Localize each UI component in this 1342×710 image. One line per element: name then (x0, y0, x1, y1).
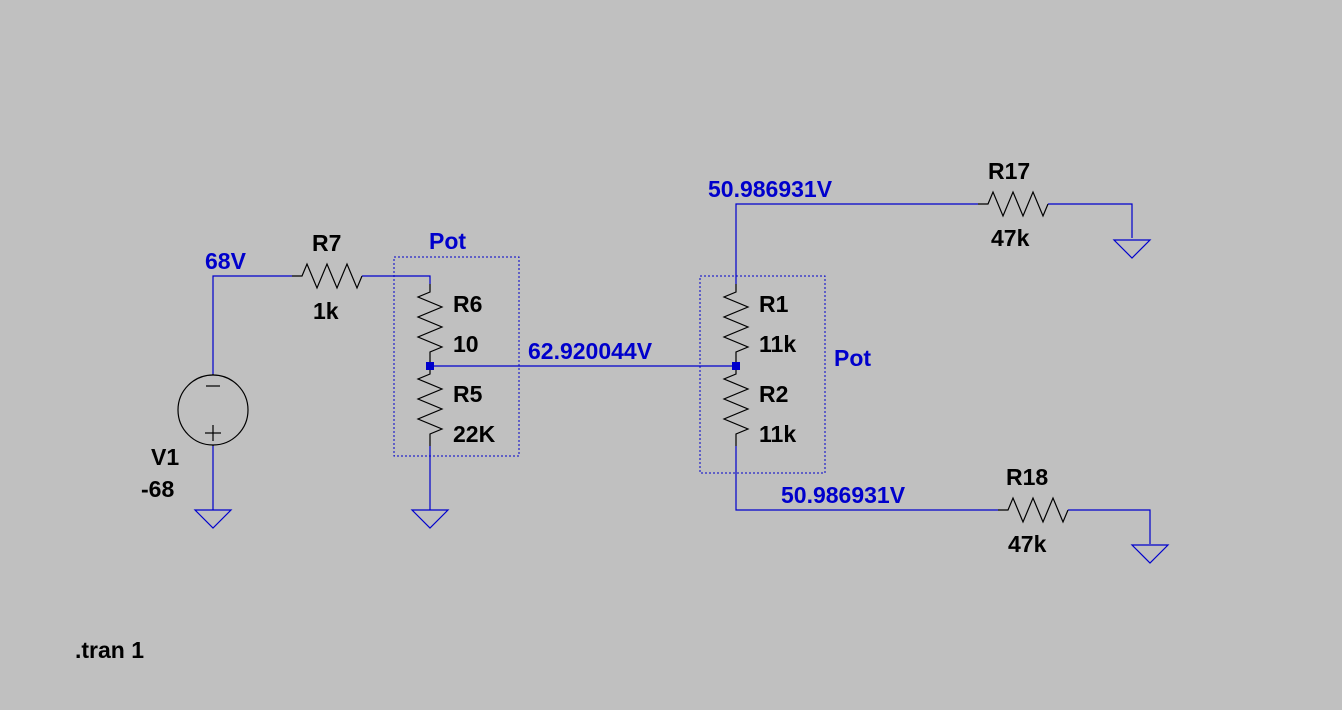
pot-box-left[interactable] (393, 256, 520, 457)
pot-label-right: Pot (834, 345, 871, 371)
r1-name-label: R1 (759, 291, 789, 317)
r7-name-label: R7 (312, 230, 341, 256)
wire-r2-to-r18[interactable] (735, 446, 998, 511)
junction-right (732, 362, 740, 370)
ground-icon (1130, 544, 1170, 564)
resistor-r18[interactable] (998, 496, 1069, 524)
r2-name-label: R2 (759, 381, 788, 407)
wires (212, 203, 1151, 544)
pot-label-left: Pot (429, 228, 466, 254)
junction-left (426, 362, 434, 370)
r6-value-label: 10 (453, 331, 479, 357)
r7-value-label: 1k (313, 298, 339, 324)
resistor-r7[interactable] (292, 262, 363, 290)
wire-v1-to-r7[interactable] (212, 275, 292, 374)
r18-value-label: 47k (1008, 531, 1047, 557)
v1-value-label: -68 (141, 476, 174, 502)
r5-value-label: 22K (453, 421, 496, 447)
r5-name-label: R5 (453, 381, 483, 407)
node-voltage-bottom-right: 50.986931V (781, 482, 906, 508)
resistor-r5[interactable] (416, 366, 444, 446)
wire-r7-to-r6[interactable] (362, 275, 431, 284)
pot-box-right[interactable] (699, 275, 826, 474)
r17-value-label: 47k (991, 225, 1030, 251)
wire-r1-to-r17[interactable] (735, 203, 978, 284)
node-voltage-mid: 62.920044V (528, 338, 653, 364)
r6-name-label: R6 (453, 291, 482, 317)
ground-icon (193, 509, 233, 529)
wire-r17-to-ground[interactable] (1048, 203, 1133, 238)
r2-value-label: 11k (759, 421, 796, 447)
node-voltage-source: 68V (205, 248, 247, 274)
resistor-r6[interactable] (416, 284, 444, 366)
spice-directive[interactable]: .tran 1 (75, 637, 144, 663)
r17-name-label: R17 (988, 158, 1030, 184)
node-voltage-top-right: 50.986931V (708, 176, 833, 202)
voltage-source-icon[interactable] (177, 374, 249, 446)
wire-r18-to-ground[interactable] (1068, 509, 1151, 544)
r18-name-label: R18 (1006, 464, 1048, 490)
r1-value-label: 11k (759, 331, 796, 357)
resistor-r2[interactable] (722, 366, 750, 446)
resistor-r17[interactable] (978, 190, 1049, 218)
ground-icon (1112, 239, 1152, 259)
ground-icon (410, 509, 450, 529)
resistor-r1[interactable] (722, 284, 750, 366)
v1-name-label: V1 (151, 444, 179, 470)
